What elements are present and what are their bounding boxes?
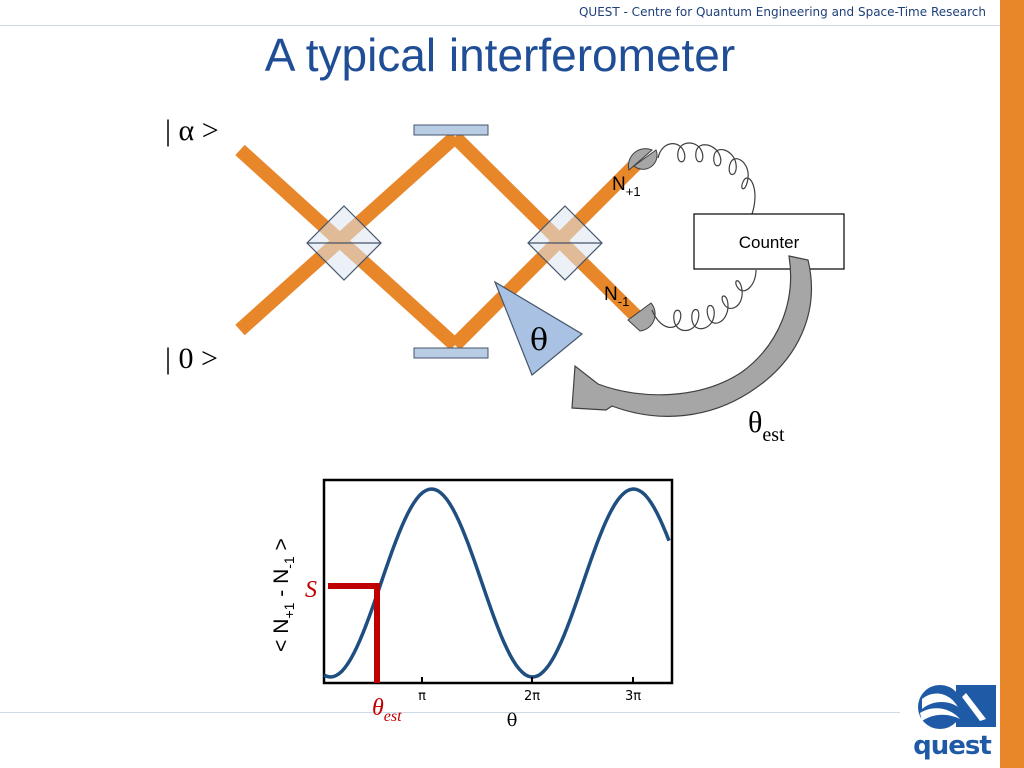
- phase-shifter: [493, 280, 584, 376]
- feedback-arrow-icon: [571, 255, 812, 417]
- counter-box: [693, 213, 845, 270]
- x-tick-label-pi: π: [418, 689, 426, 704]
- beam-splitter-right: [527, 205, 603, 281]
- cable-plus: [657, 142, 756, 215]
- input-zero-label: | 0 >: [165, 342, 218, 375]
- plot-theta-estimate-label: θest: [372, 695, 402, 725]
- quest-logo: [918, 685, 996, 729]
- x-tick-label-3pi: 3π: [625, 689, 641, 704]
- counter-label: Counter: [739, 233, 800, 252]
- estimate-marker: [328, 583, 380, 683]
- slide-title: A typical interferometer: [264, 29, 736, 81]
- beam-splitter-left: [306, 205, 382, 281]
- header-divider: [0, 25, 1000, 26]
- phase-theta-label: θ: [530, 323, 548, 358]
- bottom-mirror: [413, 347, 489, 359]
- x-axis-label: θ: [507, 710, 518, 731]
- detector-plus-cap: [627, 148, 653, 171]
- top-mirror: [413, 124, 489, 136]
- detector-minus-icon: [627, 302, 656, 332]
- input-alpha-label: | α >: [165, 114, 219, 147]
- header-org-name: QUEST - Centre for Quantum Engineering a…: [578, 5, 986, 19]
- footer-divider: [0, 712, 900, 713]
- y-axis-label: < N+1 - N-1 >: [270, 538, 297, 652]
- interferometer-diagram: | α > | 0 > θ N+1 N-1 Counter θest π 2π …: [165, 114, 845, 731]
- quest-logo-wordmark: quest: [913, 731, 992, 761]
- x-tick-label-2pi: 2π: [524, 689, 540, 704]
- signal-curve: [323, 487, 671, 679]
- theta-estimate-label: θest: [748, 406, 785, 446]
- cable-minus: [651, 269, 757, 332]
- detector-plus-label: N+1: [612, 174, 641, 199]
- signal-s-label: S: [305, 577, 317, 603]
- orange-side-bar: [1000, 0, 1024, 768]
- detector-minus-label: N-1: [604, 284, 629, 309]
- detector-plus-icon: [633, 149, 658, 170]
- signal-plot: π 2π 3π θ S θest < N+1 - N-1 >: [270, 478, 674, 731]
